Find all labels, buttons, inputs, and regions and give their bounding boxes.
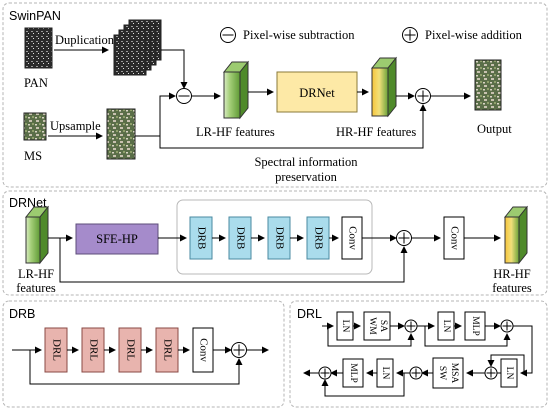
drb-addition-op	[231, 342, 247, 358]
drl-bottom-skip1	[487, 354, 525, 373]
drb-skip	[29, 350, 243, 385]
drl-bottom-mlp[interactable]: MLP	[342, 358, 364, 388]
sfe-hp-block[interactable]	[75, 223, 159, 255]
swinpan-title: SwinPAN	[9, 9, 61, 23]
svg-text:DRL: DRL	[50, 339, 62, 361]
drnet-outer-conv[interactable]: Conv	[443, 216, 465, 260]
drl-top-add2	[500, 319, 514, 333]
legend-addition	[402, 27, 418, 43]
legend-addition-label: Pixel-wise addition	[425, 28, 523, 42]
svg-text:DRL: DRL	[161, 339, 173, 361]
spectral-label-2: preservation	[275, 170, 338, 184]
drl-top-add1	[404, 319, 418, 333]
legend-subtraction-label: Pixel-wise subtraction	[243, 28, 355, 42]
svg-text:Conv: Conv	[346, 226, 358, 250]
pan-stack	[113, 19, 162, 76]
pan-label: PAN	[24, 76, 48, 90]
drl-bottom-ln2[interactable]: LN	[376, 358, 394, 388]
svg-text:WM: WM	[367, 317, 377, 335]
svg-text:DRL: DRL	[124, 339, 136, 361]
svg-text:LN: LN	[504, 367, 514, 380]
hr-hf-feature-block	[370, 56, 398, 118]
drl-wrap	[513, 325, 533, 377]
output-label: Output	[477, 122, 512, 136]
drnet-input-label-2: features	[16, 281, 56, 295]
svg-text:LN: LN	[441, 320, 451, 333]
drl-bottom-swmsa[interactable]: SW MSA	[432, 357, 464, 389]
pan-image	[24, 27, 53, 69]
svg-text:SW: SW	[437, 366, 447, 380]
svg-text:MLP: MLP	[470, 316, 480, 336]
ms-image	[23, 112, 47, 141]
svg-text:SA: SA	[378, 320, 388, 332]
drb-conv[interactable]: Conv	[192, 327, 214, 373]
drnet-skip	[59, 238, 408, 283]
drl-top-ln2[interactable]: LN	[437, 311, 455, 341]
ms-to-subtract	[135, 92, 176, 137]
svg-text:DRB: DRB	[273, 227, 285, 250]
drb-panel	[2, 300, 285, 408]
drb-title: DRB	[9, 307, 35, 321]
svg-text:LN: LN	[340, 320, 350, 333]
drnet-input-label-1: LR-HF	[18, 267, 54, 281]
drl-top-skip1	[327, 326, 415, 347]
addition-op	[415, 88, 431, 104]
drnet-output-feature	[503, 205, 529, 265]
drl-bottom-add2	[409, 366, 423, 380]
upsample-label: Upsample	[50, 119, 101, 133]
drl-title: DRL	[297, 307, 322, 321]
drl-top-mlp[interactable]: MLP	[464, 311, 486, 341]
drb-4[interactable]: DRB	[306, 216, 330, 260]
drl-1[interactable]: DRL	[44, 327, 68, 373]
svg-text:DRL: DRL	[87, 339, 99, 361]
sfe-hp-label: SFE-HP	[96, 232, 138, 246]
drl-3[interactable]: DRL	[118, 327, 142, 373]
drl-panel	[289, 300, 548, 408]
drl-bottom-add3	[318, 366, 332, 380]
drl-2[interactable]: DRL	[81, 327, 105, 373]
drl-4[interactable]: DRL	[155, 327, 179, 373]
stack-to-subtract	[161, 49, 188, 89]
drnet-block-label: DRNet	[299, 86, 335, 100]
drnet-output-label-1: HR-HF	[493, 267, 531, 281]
upsampled-ms-image	[106, 108, 136, 160]
hr-hf-label: HR-HF features	[336, 125, 416, 139]
drl-bottom-skip2	[321, 373, 405, 397]
drb-1[interactable]: DRB	[189, 216, 213, 260]
subtraction-op	[176, 88, 192, 104]
lr-hf-label: LR-HF features	[196, 125, 275, 139]
drl-top-ln1[interactable]: LN	[336, 311, 354, 341]
legend-subtraction	[220, 27, 236, 43]
svg-text:Conv: Conv	[197, 338, 209, 362]
drnet-inner-conv[interactable]: Conv	[341, 216, 363, 260]
svg-text:MLP: MLP	[348, 363, 358, 383]
spectral-label-1: Spectral information	[254, 155, 358, 169]
drnet-addition-op	[396, 230, 412, 246]
output-image	[474, 59, 502, 111]
drl-top-skip2	[424, 326, 511, 347]
duplication-label: Duplication	[55, 33, 115, 47]
drl-bottom-ln1[interactable]: LN	[500, 358, 518, 388]
svg-text:DRB: DRB	[312, 227, 324, 250]
drb-3[interactable]: DRB	[267, 216, 291, 260]
drnet-panel	[2, 190, 548, 296]
ms-label: MS	[24, 149, 42, 163]
lr-hf-feature-block	[222, 60, 250, 120]
svg-text:MSA: MSA	[449, 363, 459, 384]
drb-2[interactable]: DRB	[228, 216, 252, 260]
swinpan-panel	[2, 2, 548, 188]
spectral-path	[159, 104, 427, 149]
svg-text:DRB: DRB	[234, 227, 246, 250]
drl-top-wmsa[interactable]: WM SA	[363, 311, 391, 341]
svg-text:Conv: Conv	[448, 226, 460, 250]
drnet-output-label-2: features	[492, 281, 532, 295]
drl-bottom-add1	[484, 366, 498, 380]
drnet-input-feature	[24, 205, 50, 265]
svg-text:LN: LN	[380, 367, 390, 380]
svg-text:DRB: DRB	[195, 227, 207, 250]
